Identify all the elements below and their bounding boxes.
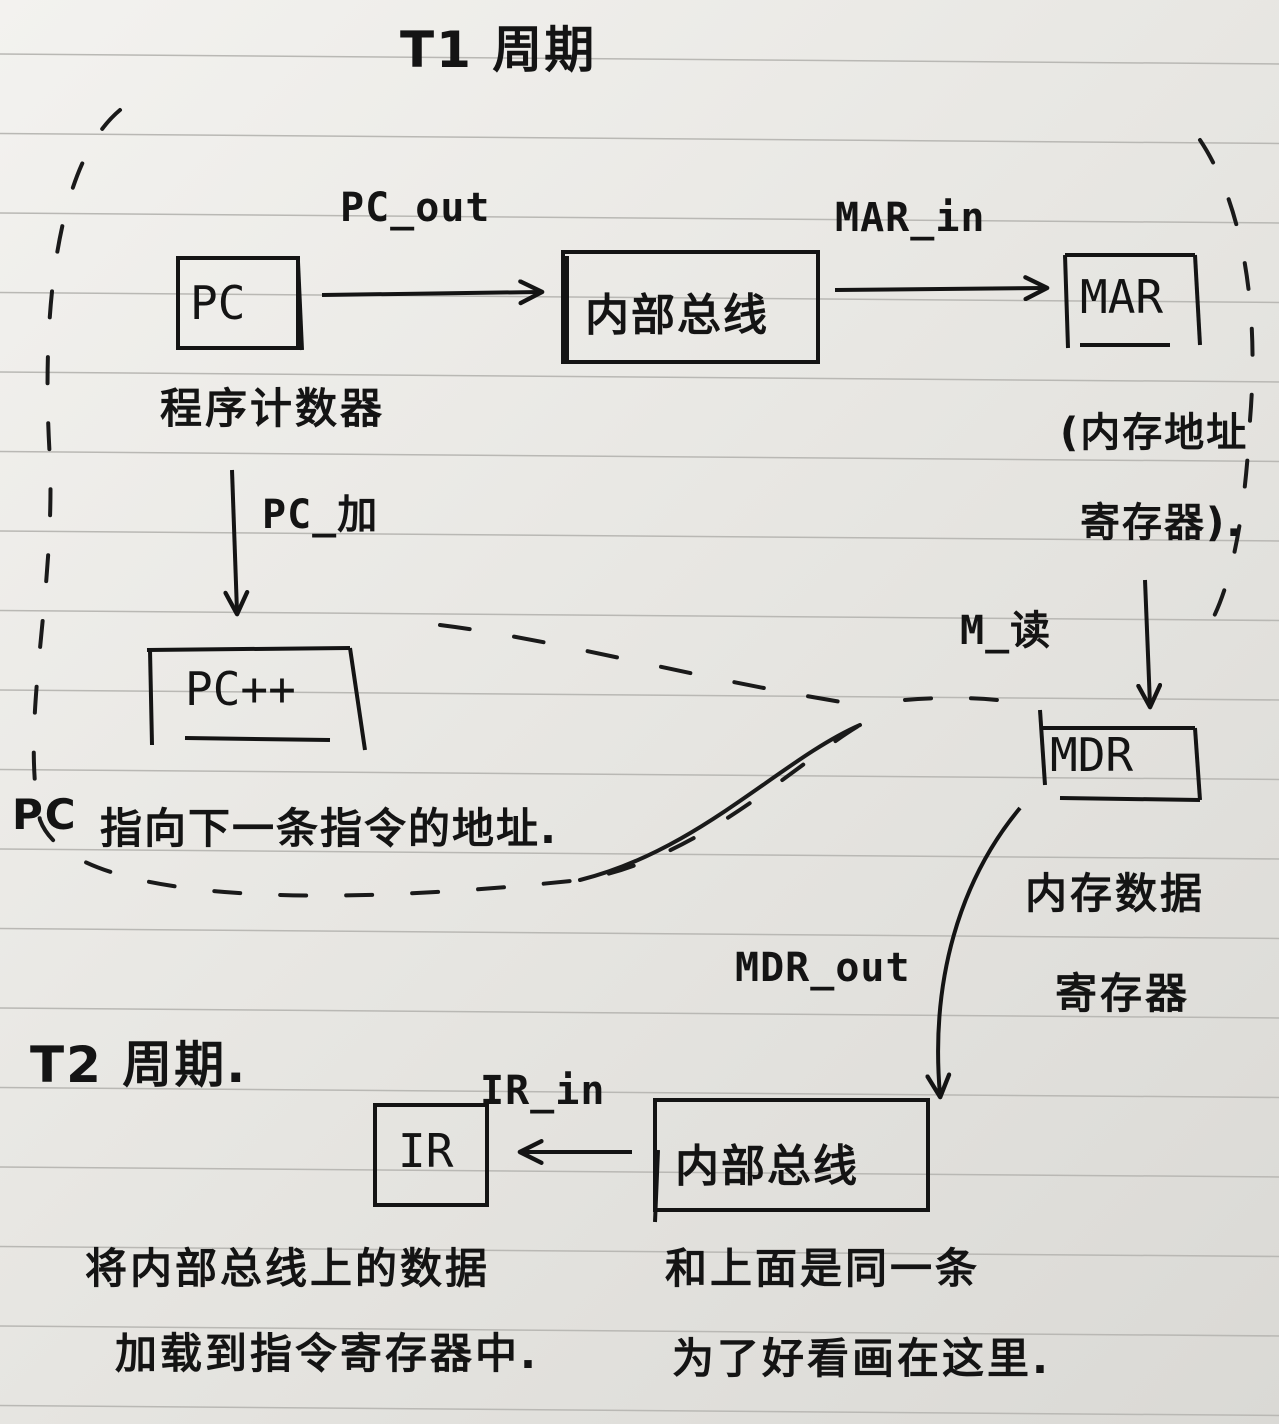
mar-box (1063, 253, 1202, 349)
ruled-line (0, 53, 1279, 65)
ruled-line (0, 212, 1279, 224)
t1-group-loop (31, 108, 1255, 898)
mar-caption-line1: (内存地址 (1060, 410, 1249, 456)
m-read-label: M_读 (960, 608, 1052, 654)
ruled-line (0, 530, 1279, 542)
pc-caption: 程序计数器 (160, 384, 386, 433)
bus-box-t1 (561, 250, 820, 364)
ruled-line (0, 1086, 1279, 1099)
ruled-line (0, 371, 1279, 383)
t1-title: T1 周期 (400, 21, 597, 79)
mar-in-arrow (834, 275, 1050, 302)
bus-box-label-t2: 内部总线 (675, 1141, 859, 1192)
ruled-line (0, 689, 1279, 701)
ruled-line (0, 1245, 1279, 1258)
ir-caption-line1: 将内部总线上的数据 (85, 1244, 491, 1293)
bus-box-t2 (653, 1098, 930, 1223)
mdr-box-label: MDR (1050, 728, 1134, 782)
pc-out-arrow (321, 279, 545, 306)
mdr-caption-line2: 寄存器 (1055, 969, 1191, 1018)
ir-caption-line2: 加载到指令寄存器中. (115, 1329, 539, 1378)
pc-note-prefix: PC (12, 790, 78, 839)
pc-add-arrow (223, 469, 250, 617)
ir-in-label: IR_in (480, 1068, 606, 1114)
m-read-arrow (1136, 579, 1163, 710)
t2-title: T2 周期. (30, 1036, 248, 1094)
pc-inc-box-label: PC++ (185, 662, 296, 716)
pc-inc-box (146, 646, 367, 751)
mar-caption-line2: 寄存器). (1080, 500, 1244, 546)
ruled-line (0, 1007, 1279, 1019)
t1-group-tail (578, 723, 862, 882)
bus-t2-caption-line2: 为了好看画在这里. (672, 1334, 1051, 1383)
ruled-line (0, 768, 1279, 781)
pc-out-label: PC_out (340, 185, 491, 231)
mdr-out-label: MDR_out (735, 945, 911, 991)
pc-add-label: PC_加 (262, 492, 379, 538)
mar-in-label: MAR_in (835, 195, 986, 241)
ruled-line (0, 132, 1279, 145)
mdr-caption-line1: 内存数据 (1025, 869, 1206, 918)
bus-t2-caption-line1: 和上面是同一条 (665, 1244, 981, 1293)
ruled-line (0, 609, 1279, 622)
mar-box-label: MAR (1080, 270, 1164, 324)
pc-box-label: PC (190, 276, 246, 330)
t1-group-link (438, 623, 862, 707)
pc-box (176, 256, 304, 351)
mdr-out-arrow (925, 806, 1022, 1100)
ruled-line (0, 450, 1279, 463)
ir-box-label: IR (398, 1124, 454, 1178)
ruled-line (0, 927, 1279, 940)
ruled-line (0, 1166, 1279, 1178)
ruled-line (0, 848, 1279, 860)
ruled-line (0, 1404, 1279, 1417)
bus-box-label-t1: 内部总线 (585, 290, 769, 341)
mdr-box (1038, 709, 1202, 802)
pc-note: 指向下一条指令的地址. (100, 804, 558, 853)
ruled-line (0, 1325, 1279, 1337)
ir-box (373, 1103, 489, 1207)
